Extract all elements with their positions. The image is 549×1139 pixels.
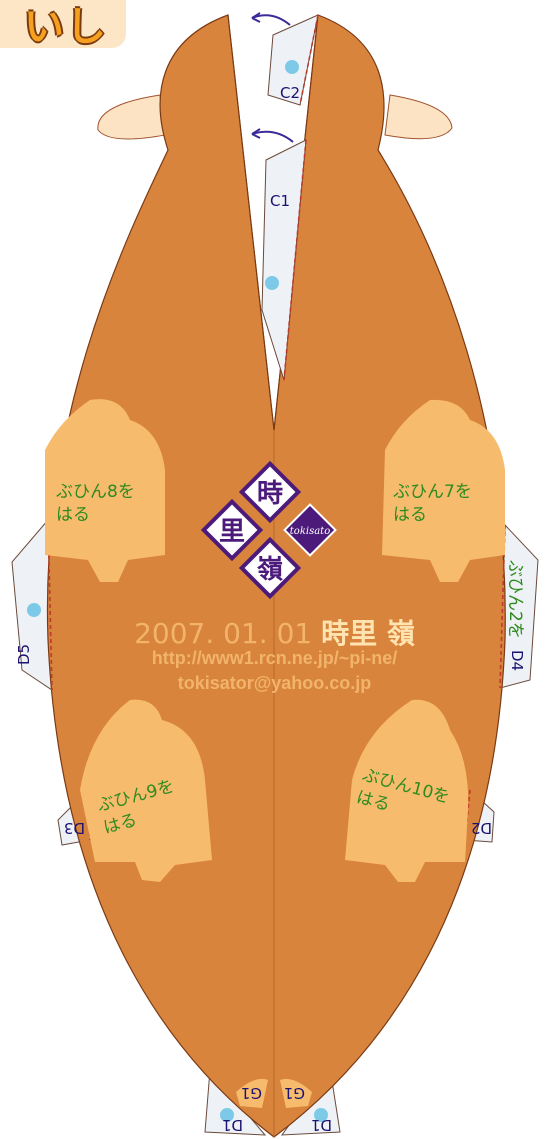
glue-dot-c1: [265, 276, 279, 290]
tab-label-d1-right: D1: [311, 1116, 332, 1134]
label-part7-line2: はる: [393, 505, 427, 525]
patch-9: [80, 699, 212, 882]
tab-label-d2: D2: [471, 819, 492, 837]
tab-label-g1-left: G1: [241, 1084, 262, 1102]
arrow-c1: [251, 130, 294, 143]
patch-7: [382, 399, 505, 582]
right-ear: [384, 94, 453, 140]
seal-char-bottom: 嶺: [257, 555, 283, 585]
patch-g1-left: [236, 1078, 268, 1108]
credit-date: 2007. 01. 01: [134, 617, 313, 650]
glue-dot-c2: [285, 60, 299, 74]
label-part7-line1: ぶひん7を: [393, 482, 472, 502]
label-part8-line2: はる: [56, 505, 90, 525]
tab-label-d4: D4: [508, 650, 526, 671]
tab-c2: [267, 14, 319, 106]
title-tab: いし: [0, 0, 126, 50]
glue-dot-d1-right: [314, 1108, 328, 1122]
tab-c1: [261, 139, 307, 381]
glue-dot-d1-left: [220, 1108, 234, 1122]
credit-author: 時里 嶺: [321, 617, 415, 650]
left-ear: [97, 94, 166, 140]
patch-g1-right: [280, 1078, 312, 1108]
tab-label-g1-right: G1: [284, 1084, 305, 1102]
seal-logo: 時 里 嶺 tokisato: [200, 460, 337, 600]
tab-label-d1-left: D1: [222, 1116, 243, 1134]
tab-label-c1: C1: [270, 192, 290, 210]
tab-label-d5: D5: [15, 644, 33, 665]
seal-char-left: 里: [219, 517, 245, 547]
patch-8: [45, 399, 165, 582]
tab-label-c2: C2: [280, 84, 300, 102]
credit-email: tokisator@yahoo.co.jp: [177, 673, 372, 693]
seal-char-top: 時: [257, 479, 283, 509]
credit-line: 2007. 01. 01 時里 嶺: [0, 612, 549, 652]
tab-label-d3: D3: [64, 819, 85, 837]
title-fragment: いし: [24, 4, 108, 50]
label-part2-side: ぶひん2を: [505, 560, 525, 639]
seal-brand: tokisato: [290, 526, 330, 537]
glue-dot-d5: [27, 603, 41, 617]
label-part8-line1: ぶひん8を: [56, 482, 135, 502]
patch-10: [345, 699, 469, 882]
credit-url: http://www1.rcn.ne.jp/~pi-ne/: [151, 648, 398, 668]
